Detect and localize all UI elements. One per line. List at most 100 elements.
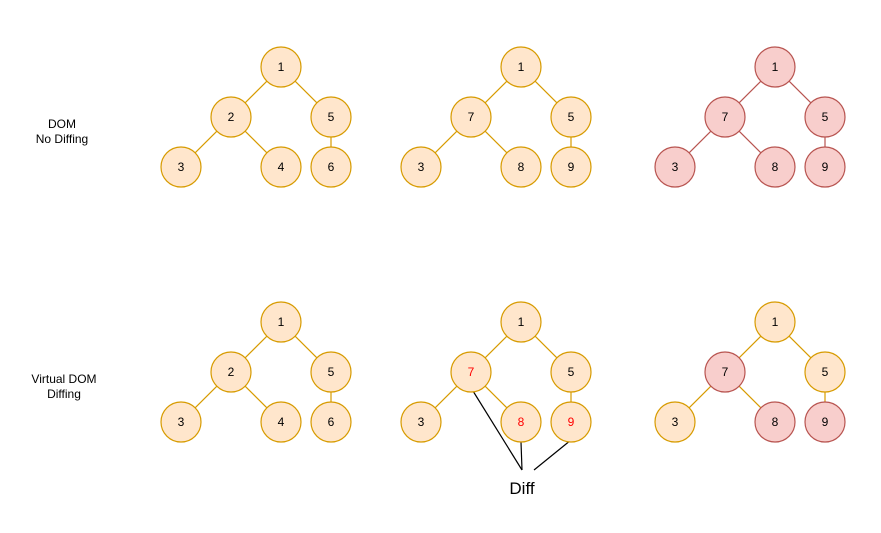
tree-node-label: 7 (468, 110, 475, 124)
tree-edge (534, 80, 558, 104)
tree-node-circle (310, 146, 352, 188)
tree-node-circle (450, 96, 492, 138)
tree-node: 3 (654, 401, 696, 443)
tree-node-label: 5 (822, 365, 829, 379)
tree-node-circle (260, 401, 302, 443)
diff-label: Diff (509, 479, 534, 498)
tree-node-label: 4 (278, 415, 285, 429)
tree-node: 4 (260, 401, 302, 443)
row-label-line: DOM (48, 117, 76, 131)
tree-edges (194, 80, 826, 409)
tree-node: 3 (400, 401, 442, 443)
tree-node-label: 5 (568, 365, 575, 379)
tree-node: 9 (804, 146, 846, 188)
tree-node-circle (804, 351, 846, 393)
tree-node-label: 1 (772, 60, 779, 74)
tree-node-label: 2 (228, 365, 235, 379)
tree-node-label: 9 (822, 160, 829, 174)
tree-node-label: 3 (672, 160, 679, 174)
tree-edge (194, 130, 218, 154)
tree-node-label: 1 (518, 60, 525, 74)
tree-node-circle (804, 146, 846, 188)
tree-node-circle (550, 146, 592, 188)
tree-node: 3 (160, 146, 202, 188)
tree-edge (738, 335, 762, 359)
tree-node-label: 3 (418, 415, 425, 429)
tree-node-circle (754, 146, 796, 188)
tree-node: 2 (210, 351, 252, 393)
tree-node-circle (260, 46, 302, 88)
tree-node: 5 (804, 351, 846, 393)
tree-node: 1 (500, 46, 542, 88)
tree-node-label: 1 (278, 315, 285, 329)
tree-node: 3 (654, 146, 696, 188)
tree-node-label: 8 (772, 160, 779, 174)
diff-pointer-lines (472, 390, 572, 471)
tree-node: 8 (500, 401, 542, 443)
tree-node-label: 2 (228, 110, 235, 124)
tree-node-circle (654, 146, 696, 188)
tree-node: 8 (754, 401, 796, 443)
tree-node: 4 (260, 146, 302, 188)
tree-edge (688, 130, 712, 154)
diff-pointer-line (520, 441, 523, 471)
tree-node-label: 3 (178, 160, 185, 174)
tree-edge (484, 385, 508, 409)
tree-node-label: 9 (568, 415, 575, 429)
tree-node-circle (400, 401, 442, 443)
tree-edge (534, 335, 558, 359)
tree-edge (738, 385, 762, 409)
tree-node: 8 (500, 146, 542, 188)
tree-node-circle (704, 96, 746, 138)
tree-node: 5 (550, 96, 592, 138)
row-label-line: No Diffing (36, 132, 88, 146)
tree-node-label: 1 (772, 315, 779, 329)
tree-node-circle (450, 351, 492, 393)
tree-node-circle (160, 146, 202, 188)
tree-node-circle (310, 401, 352, 443)
tree-node-circle (310, 96, 352, 138)
tree-node-label: 1 (518, 315, 525, 329)
tree-edge (788, 80, 812, 104)
tree-node: 1 (500, 301, 542, 343)
tree-node-circle (260, 146, 302, 188)
tree-node-circle (754, 46, 796, 88)
row-label-line: Virtual DOM (31, 372, 96, 386)
tree-node: 5 (310, 351, 352, 393)
tree-node-label: 6 (328, 415, 335, 429)
tree-edge (244, 130, 268, 154)
tree-node: 9 (550, 401, 592, 443)
tree-node-circle (500, 301, 542, 343)
tree-edge (788, 335, 812, 359)
tree-node: 7 (450, 351, 492, 393)
tree-edge (484, 80, 508, 104)
tree-node-circle (210, 96, 252, 138)
diff-pointer-line (472, 390, 523, 471)
tree-edge (484, 130, 508, 154)
tree-node-label: 8 (518, 415, 525, 429)
tree-node: 1 (260, 46, 302, 88)
tree-node: 7 (704, 351, 746, 393)
tree-node: 5 (310, 96, 352, 138)
tree-node-label: 7 (722, 365, 729, 379)
tree-node-circle (500, 146, 542, 188)
tree-node-label: 4 (278, 160, 285, 174)
tree-node-circle (754, 301, 796, 343)
tree-edge (738, 130, 762, 154)
tree-node-circle (500, 401, 542, 443)
tree-node: 7 (704, 96, 746, 138)
tree-node-circle (160, 401, 202, 443)
tree-edge (738, 80, 762, 104)
tree-node-circle (654, 401, 696, 443)
tree-edge (194, 385, 218, 409)
tree-node-label: 3 (672, 415, 679, 429)
tree-node-circle (550, 96, 592, 138)
tree-node: 5 (804, 96, 846, 138)
tree-edge (688, 385, 712, 409)
tree-node-label: 5 (328, 365, 335, 379)
tree-node-label: 1 (278, 60, 285, 74)
tree-node: 1 (260, 301, 302, 343)
tree-node-label: 5 (328, 110, 335, 124)
